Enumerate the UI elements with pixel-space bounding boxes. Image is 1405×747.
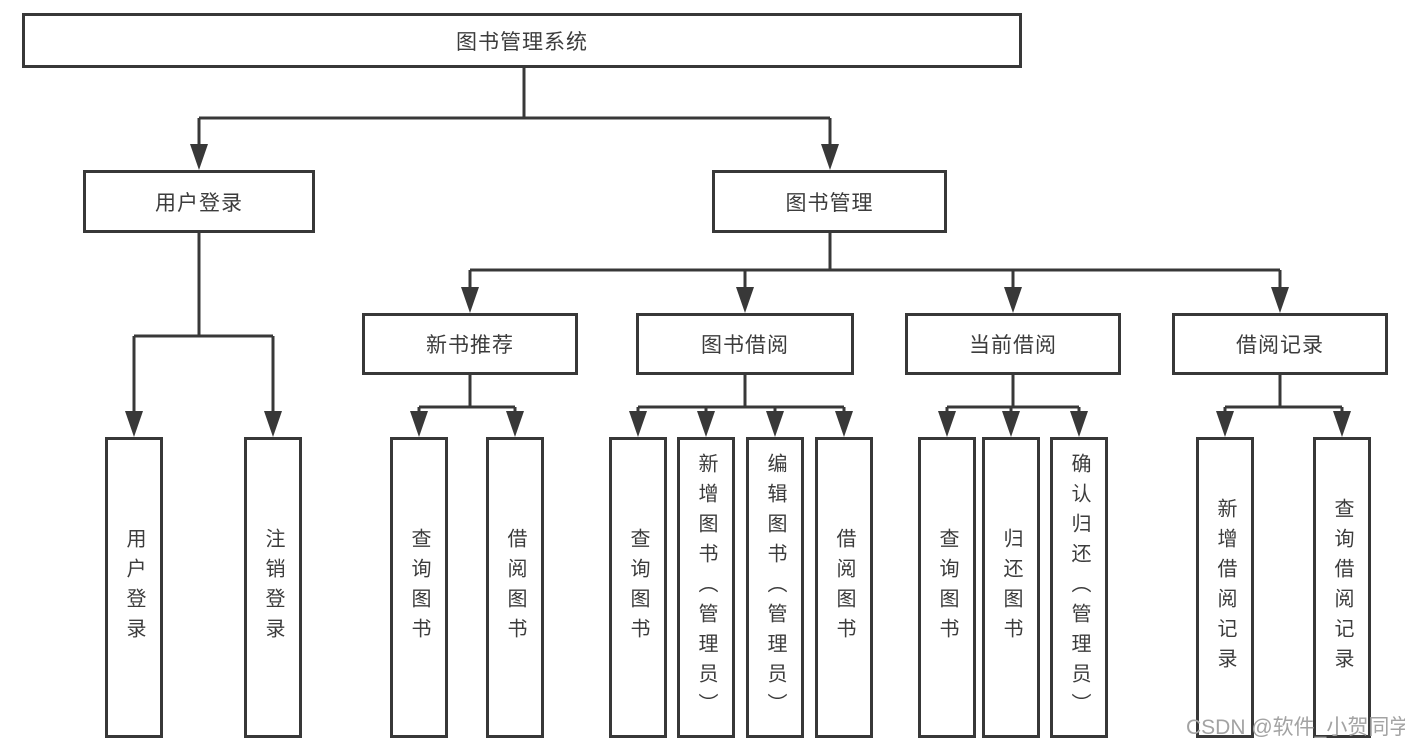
node-borrow-records-label: 借阅记录 <box>1236 334 1324 357</box>
node-book-management: 图书管理 <box>712 170 947 233</box>
leaf-borrow-books-recommend-label: 借阅图书 <box>504 527 526 648</box>
leaf-add-borrow-record-label: 新增借阅记录 <box>1214 497 1236 678</box>
connector-book-mgmt-to-level3 <box>461 233 1289 313</box>
node-root-label: 图书管理系统 <box>456 30 588 54</box>
leaf-edit-books-admin-label: 编辑图书（管理员） <box>764 452 786 723</box>
leaf-query-books-current-label: 查询图书 <box>936 527 958 648</box>
leaf-borrow-books-label: 借阅图书 <box>833 527 855 648</box>
watermark: CSDN @软件_小贺同学 <box>1186 716 1405 739</box>
leaf-add-books-admin: 新增图书（管理员） <box>677 437 735 738</box>
leaf-borrow-books-recommend: 借阅图书 <box>486 437 544 738</box>
node-book-management-label: 图书管理 <box>785 191 874 215</box>
node-new-book-recommend-label: 新书推荐 <box>426 334 514 357</box>
node-root: 图书管理系统 <box>22 13 1022 68</box>
leaf-logout-label: 注销登录 <box>262 527 284 648</box>
node-book-borrow: 图书借阅 <box>636 313 854 375</box>
connector-new-book-recommend-to-leaves <box>410 375 524 437</box>
node-current-borrow-label: 当前借阅 <box>969 334 1057 357</box>
leaf-confirm-return-admin-label: 确认归还（管理员） <box>1068 452 1090 723</box>
connector-user-login-to-leaves <box>125 233 282 437</box>
node-user-login-label: 用户登录 <box>155 191 243 215</box>
leaf-logout: 注销登录 <box>244 437 302 738</box>
leaf-query-borrow-record-label: 查询借阅记录 <box>1331 497 1353 678</box>
node-borrow-records: 借阅记录 <box>1172 313 1388 375</box>
connector-book-borrow-to-leaves <box>629 375 853 437</box>
node-book-borrow-label: 图书借阅 <box>701 334 789 357</box>
leaf-add-borrow-record: 新增借阅记录 <box>1196 437 1254 738</box>
leaf-user-login: 用户登录 <box>105 437 163 738</box>
leaf-return-books-label: 归还图书 <box>1000 527 1022 648</box>
connector-current-borrow-to-leaves <box>938 375 1088 437</box>
leaf-query-books-borrow: 查询图书 <box>609 437 667 738</box>
leaf-borrow-books: 借阅图书 <box>815 437 873 738</box>
leaf-query-books-current: 查询图书 <box>918 437 976 738</box>
leaf-query-books-recommend-label: 查询图书 <box>408 527 430 648</box>
node-current-borrow: 当前借阅 <box>905 313 1121 375</box>
leaf-query-borrow-record: 查询借阅记录 <box>1313 437 1371 738</box>
leaf-return-books: 归还图书 <box>982 437 1040 738</box>
leaf-query-books-recommend: 查询图书 <box>390 437 448 738</box>
leaf-user-login-label: 用户登录 <box>123 527 145 648</box>
leaf-add-books-admin-label: 新增图书（管理员） <box>695 452 717 723</box>
leaf-query-books-borrow-label: 查询图书 <box>627 527 649 648</box>
node-new-book-recommend: 新书推荐 <box>362 313 578 375</box>
leaf-edit-books-admin: 编辑图书（管理员） <box>746 437 804 738</box>
connector-borrow-records-to-leaves <box>1216 375 1351 437</box>
node-user-login: 用户登录 <box>83 170 315 233</box>
connector-root-to-level2 <box>190 68 839 170</box>
leaf-confirm-return-admin: 确认归还（管理员） <box>1050 437 1108 738</box>
